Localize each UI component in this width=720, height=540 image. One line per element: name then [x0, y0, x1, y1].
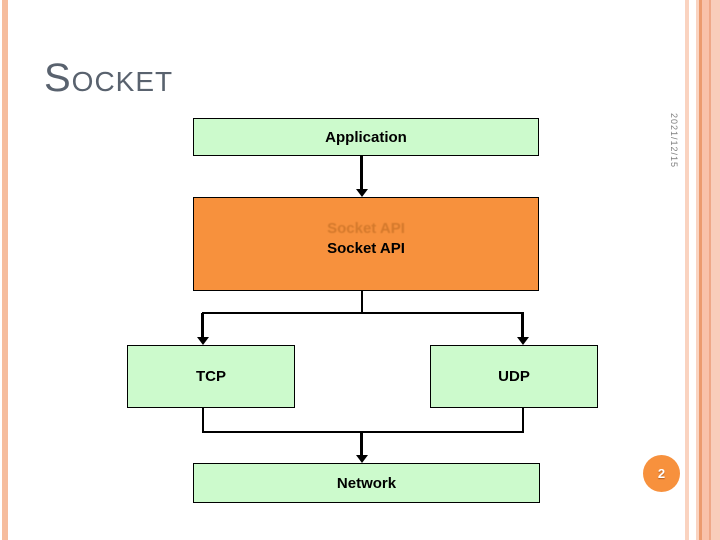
diagram-node-network: Network: [193, 463, 540, 503]
right-accent-stripe: [685, 0, 689, 540]
arrowhead-down-icon: [356, 189, 368, 197]
right-accent-stripe: [702, 0, 709, 540]
node-ghost-label: Socket API: [327, 220, 405, 237]
right-accent-stripe: [699, 0, 702, 540]
arrowhead-down-icon: [517, 337, 529, 345]
left-accent-stripe: [2, 0, 8, 540]
slide-date: 2021/12/15: [669, 113, 679, 169]
page-number-badge: 2: [643, 455, 680, 492]
node-label: UDP: [498, 368, 530, 385]
node-label: TCP: [196, 368, 226, 385]
right-accent-stripe: [709, 0, 711, 540]
node-label: Socket API: [327, 239, 405, 257]
right-accent-stripe: [696, 0, 699, 540]
diagram-node-application: Application: [193, 118, 539, 156]
connector-socket-branch-stem: [361, 290, 363, 314]
connector-socket-to-udp: [521, 313, 524, 339]
node-label: Network: [336, 474, 397, 492]
node-label: Application: [325, 128, 407, 146]
connector-socket-to-tcp: [201, 313, 204, 339]
diagram-node-udp: UDP: [430, 345, 598, 408]
arrowhead-down-icon: [197, 337, 209, 345]
connector-merge-bar: [202, 431, 524, 433]
slide-title: Socket: [44, 56, 174, 100]
connector-application-to-socket: [360, 156, 363, 190]
diagram-node-tcp: TCP: [127, 345, 295, 408]
connector-tcp-merge-stem: [202, 408, 204, 433]
connector-merge-to-network: [360, 431, 363, 457]
right-accent-stripe: [711, 0, 720, 540]
arrowhead-down-icon: [356, 455, 368, 463]
connector-udp-merge-stem: [522, 408, 524, 433]
connector-socket-branch-bar: [202, 312, 524, 314]
page-number: 2: [657, 466, 666, 481]
diagram-node-socket-api: Socket API Socket API: [193, 197, 539, 291]
